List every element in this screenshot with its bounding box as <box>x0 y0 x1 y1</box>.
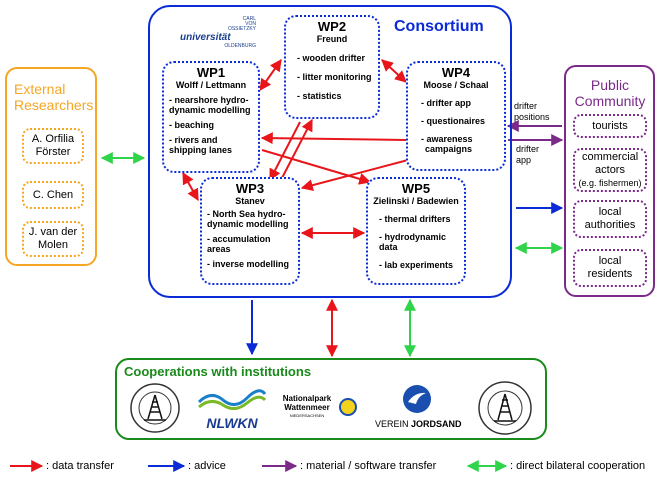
arrow-wp1-wp3 <box>182 171 199 202</box>
wp1-item: - beaching <box>169 120 215 130</box>
wp5-lead: Zielinski / Badewien <box>373 196 459 206</box>
public-community-box: Public Community tourists commercial act… <box>564 65 655 297</box>
group-commercial-actors: commercial actors (e.g. fishermen) <box>573 148 647 192</box>
logo-city: OLDENBURG <box>224 43 256 49</box>
wp2-item: - statistics <box>297 91 342 101</box>
public-community-title: Public Community <box>574 77 646 109</box>
wp3-title: WP3 <box>235 181 265 196</box>
wp3-item: - inverse modelling <box>207 259 290 269</box>
logo-main: universität <box>180 32 231 43</box>
group-tourists: tourists <box>573 114 647 138</box>
wp3-item: - accumulation areas <box>207 234 271 254</box>
wp2-item: - wooden drifter <box>297 53 365 63</box>
legend-red: : data transfer <box>46 460 114 472</box>
external-researchers-box: External Researchers A. Orfilia Förster … <box>5 67 97 266</box>
institutions-title: Cooperations with institutions <box>124 364 312 379</box>
university-oldenburg-logo: CARL VON OSSIETZKY universität OLDENBURG <box>180 17 262 55</box>
wp2-lead: Freund <box>316 34 348 44</box>
wp3-lead: Stanev <box>235 196 265 206</box>
external-researchers-title: External Researchers <box>14 81 94 113</box>
wp4-item: - questionaires <box>421 116 486 126</box>
mellumrat-logo <box>129 382 181 434</box>
jordsand-logo: VEREIN JORDSAND <box>375 384 462 434</box>
np-line2: Wattenmeer <box>284 403 330 412</box>
wp2-item: - litter monitoring <box>297 72 372 82</box>
commercial-actors-label: commercial actors <box>582 150 639 176</box>
schutzstation-logo <box>477 380 533 436</box>
researcher-chen: C. Chen <box>22 181 84 209</box>
nlwkn-text: NLWKN <box>206 415 258 431</box>
logo-line3: OSSIETZKY <box>227 26 256 32</box>
wp2-box: WP2 Freund - wooden drifter - litter mon… <box>284 15 380 119</box>
wp2-title: WP2 <box>317 19 347 34</box>
wp1-lead: Wolff / Lettmann <box>175 80 247 90</box>
jordsand-text: VEREIN JORDSAND <box>375 419 462 430</box>
logo-line2: VON <box>245 21 256 27</box>
legend-purple: : material / software transfer <box>300 460 437 472</box>
arrow-wp2-wp4 <box>381 59 407 83</box>
wp3-box: WP3 Stanev - North Sea hydro-dynamic mod… <box>200 177 300 285</box>
wp5-item: - lab experiments <box>379 260 454 270</box>
mellumrat-seal-icon <box>130 383 180 433</box>
institutions-box: Cooperations with institutions NLWKN Nat… <box>115 358 547 440</box>
wp1-item: - rivers and shipping lanes <box>169 135 233 155</box>
local-authorities-label: local authorities <box>584 206 636 231</box>
researcher-orfilia: A. Orfilia Förster <box>22 128 84 164</box>
nationalpark-sun-icon <box>339 398 357 416</box>
legend-green: : direct bilateral cooperation <box>510 460 646 472</box>
wp5-item: - thermal drifters <box>379 214 451 224</box>
local-residents-label: local residents <box>587 255 633 280</box>
nationalpark-logo: Nationalpark Wattenmeer NIEDERSACHSEN <box>277 394 337 428</box>
commercial-actors-note: (e.g. fishermen) <box>578 177 642 188</box>
jordsand-name: JORDSAND <box>411 419 462 429</box>
jordsand-bird-icon <box>403 385 431 413</box>
consortium-title: Consortium <box>394 18 484 35</box>
arrow-wp4-wp3 <box>300 159 409 192</box>
consortium-box: Consortium <box>148 5 512 298</box>
wp5-item: - hydrodynamic data <box>379 232 447 252</box>
jordsand-prefix: VEREIN <box>375 419 412 429</box>
nlwkn-wave-icon <box>197 389 267 410</box>
wp4-item: - awareness campaigns <box>421 134 473 154</box>
schutzstation-seal-icon <box>478 381 532 435</box>
wp3-item: - North Sea hydro-dynamic modelling <box>207 209 289 229</box>
label-drifter-positions: drifter positions <box>514 101 550 122</box>
np-sub: NIEDERSACHSEN <box>289 413 325 418</box>
label-drifter-app: drifter app <box>516 144 540 165</box>
wp4-box: WP4 Moose / Schaal - drifter app - quest… <box>406 61 506 171</box>
wp4-item: - drifter app <box>421 98 472 108</box>
wp5-box: WP5 Zielinski / Badewien - thermal drift… <box>366 177 466 285</box>
logo-line1: CARL <box>242 16 256 22</box>
arrow-wp4-wp1 <box>260 132 407 145</box>
arrow-wp1-wp5 <box>261 149 372 185</box>
wp1-title: WP1 <box>196 65 226 80</box>
wp4-title: WP4 <box>441 65 471 80</box>
researcher-van-der-molen: J. van der Molen <box>22 221 84 257</box>
nlwkn-logo: NLWKN <box>197 388 267 432</box>
np-line1: Nationalpark <box>282 394 332 403</box>
group-local-authorities: local authorities <box>573 200 647 238</box>
arrow-wp1-wp2 <box>259 59 282 91</box>
wp1-box: WP1 Wolff / Lettmann - nearshore hydro-d… <box>162 61 260 173</box>
arrow-wp3-wp2 <box>281 118 313 179</box>
arrow-wp2-wp3 <box>269 121 301 182</box>
wp5-title: WP5 <box>401 181 431 196</box>
wp1-item: - nearshore hydro-dynamic modelling <box>169 95 251 115</box>
legend-blue: : advice <box>188 460 226 472</box>
group-local-residents: local residents <box>573 249 647 287</box>
wp4-lead: Moose / Schaal <box>423 80 489 90</box>
